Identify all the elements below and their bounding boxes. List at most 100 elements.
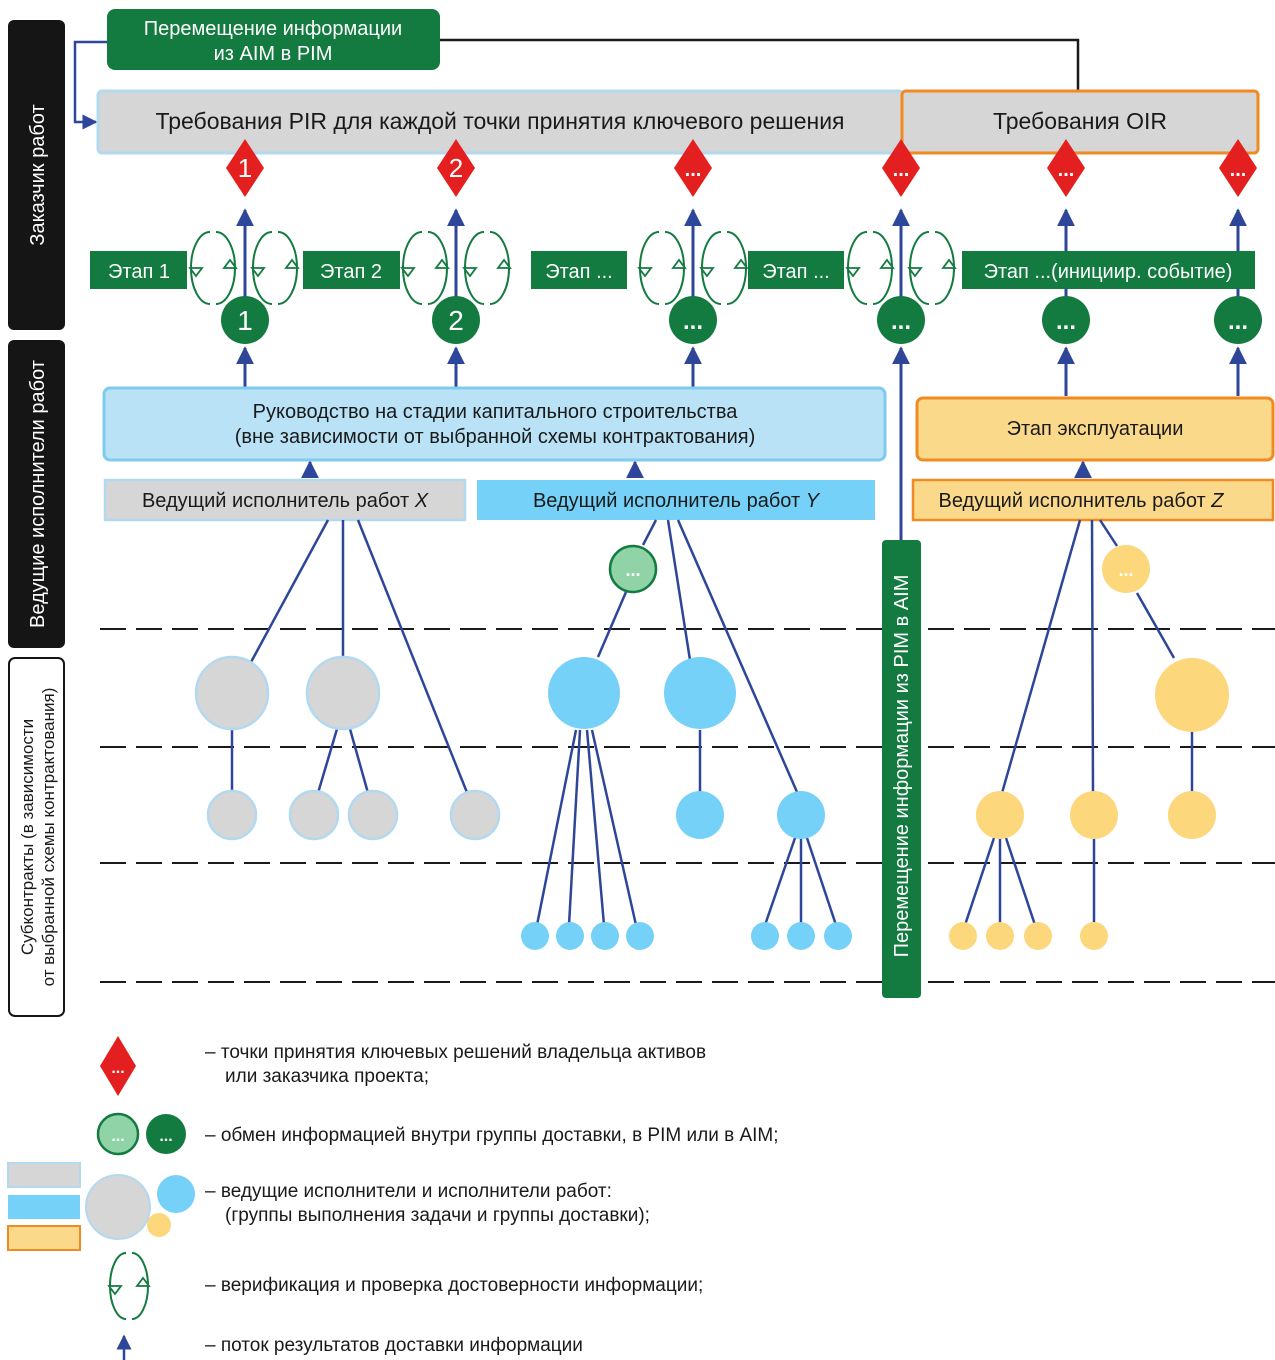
- decision-diamond-2: 2: [437, 139, 475, 197]
- stage-1-box: [90, 251, 187, 289]
- team-nodes-y: [521, 657, 852, 950]
- stage-5-label: Этап ...(инициир. событие): [984, 261, 1233, 283]
- decision-diamond-5: ...: [1047, 139, 1085, 197]
- task-team-y-1: [548, 657, 620, 729]
- exchange-node-5: ...: [1042, 296, 1090, 344]
- lead-contractor-z-letter: Z: [1210, 490, 1224, 512]
- lead-contractor-x-letter: X: [414, 490, 429, 512]
- capital-construction-line1: Руководство на стадии капитального строи…: [253, 401, 739, 423]
- delivery-team-x-2: [288, 789, 340, 841]
- aim-to-pim-box: [107, 9, 440, 70]
- pim-to-aim-box: [882, 540, 921, 998]
- task-team-y-2: [664, 657, 736, 729]
- verification-loop-3a: [637, 231, 687, 305]
- legend-blue-circle: [157, 1175, 195, 1213]
- left-band-lead-contractors: Ведущие исполнители работ: [8, 340, 65, 648]
- left-band-subcontracts: Субконтракты (в зависимости от выбранной…: [8, 657, 65, 1017]
- verification-loop-4a: [845, 231, 895, 305]
- verification-loop-2b: [462, 231, 512, 305]
- decision-diamond-4-label: ...: [893, 159, 910, 181]
- subteam-y-5: [751, 922, 779, 950]
- legend-decision-text: – точки принятия ключевых решений владел…: [205, 1041, 706, 1089]
- left-band-client: Заказчик работ: [8, 20, 65, 330]
- verification-loop-3b: [699, 231, 749, 305]
- left-band-lead-contractors-label: Ведущие исполнители работ: [27, 360, 49, 628]
- legend-decision-point-dots: ...: [111, 1060, 124, 1077]
- delivery-team-z-3: [1168, 791, 1216, 839]
- exchange-node-6-label: ...: [1228, 308, 1248, 335]
- verification-loop-2a: [400, 231, 450, 305]
- exchange-node-2-label: 2: [448, 305, 464, 336]
- subteam-y-3: [591, 922, 619, 950]
- delivery-team-y-1: [676, 791, 724, 839]
- decision-diamond-2-label: 2: [449, 153, 463, 183]
- exchange-node-1: 1: [221, 296, 269, 344]
- legend-teams-text-line2: (группы выполнения задачи и группы доста…: [225, 1205, 650, 1226]
- subteam-y-6: [787, 922, 815, 950]
- exchange-node-4: ...: [877, 296, 925, 344]
- oir-label: Требования OIR: [993, 108, 1167, 134]
- legend-gray-box: [7, 1162, 81, 1188]
- verification-loop-1a: [188, 231, 238, 305]
- tree-edges: [230, 519, 1194, 926]
- legend-gray-circle: [85, 1174, 151, 1240]
- left-band-subcontracts-line1: Субконтракты (в зависимости: [18, 719, 37, 955]
- subteam-y-1: [521, 922, 549, 950]
- lead-contractor-x-label: Ведущий исполнитель работ X: [142, 490, 429, 512]
- team-nodes-x: [194, 655, 501, 841]
- legend-verify-text: – верификация и проверка достоверности и…: [205, 1275, 704, 1296]
- exchange-node-6: ...: [1214, 296, 1262, 344]
- lead-contractor-y-box: [477, 480, 875, 520]
- pim-to-aim-label: Перемещение информации из PIM в AIM: [891, 575, 913, 958]
- exchange-node-1-label: 1: [237, 305, 253, 336]
- aim-to-pim-line1: Перемещение информации: [144, 18, 402, 40]
- aim-to-pim-line2: из AIM в PIM: [214, 43, 333, 65]
- legend-teams-text-line1: – ведущие исполнители и исполнители рабо…: [205, 1181, 612, 1202]
- exchange-node-2: 2: [432, 296, 480, 344]
- team-nodes-z: ...: [949, 545, 1229, 950]
- capital-construction-line2: (вне зависимости от выбранной схемы конт…: [235, 426, 755, 448]
- legend-decision-point-symbol: ...: [100, 1036, 136, 1096]
- legend-yellow-circle: [147, 1213, 171, 1237]
- lead-contractor-y-label: Ведущий исполнитель работ Y: [533, 490, 821, 512]
- exchange-node-3-label: ...: [683, 308, 703, 335]
- pir-label: Требования PIR для каждой точки принятия…: [155, 108, 844, 134]
- legend-decision-text-line1: – точки принятия ключевых решений владел…: [205, 1042, 707, 1063]
- legend-team-symbols: [7, 1162, 195, 1251]
- legend-flow-text: – поток результатов доставки информации: [205, 1335, 583, 1356]
- decision-diamond-1-label: 1: [238, 153, 252, 183]
- operation-stage-label: Этап эксплуатации: [1007, 418, 1184, 440]
- exchange-node-3: ...: [669, 296, 717, 344]
- capital-construction-box: [102, 386, 887, 462]
- verification-loops: [188, 231, 957, 305]
- oir-box: [900, 89, 1260, 155]
- delivery-team-z-1: [976, 791, 1024, 839]
- stage-2-box: [303, 251, 400, 289]
- decision-diamond-3: ...: [674, 139, 712, 197]
- task-info-exchange-node-y: ...: [608, 544, 658, 594]
- lead-contractor-z-label: Ведущий исполнитель работ Z: [939, 490, 1225, 512]
- stage-3-label: Этап ...: [545, 261, 613, 283]
- verification-loop-1b: [250, 231, 300, 305]
- level-separators: [100, 628, 1275, 983]
- legend-exchange-symbols: ... ...: [96, 1112, 186, 1156]
- lead-contractor-x-box: [103, 478, 467, 522]
- task-info-exchange-node-y-label: ...: [625, 560, 640, 580]
- delivery-team-x-4: [449, 789, 501, 841]
- stage-1-label: Этап 1: [108, 261, 170, 283]
- subteam-z-4: [1080, 922, 1108, 950]
- decision-diamond-4: ...: [882, 139, 920, 197]
- decision-diamond-6-label: ...: [1230, 159, 1247, 181]
- legend-exchange-dark-dots: ...: [159, 1128, 172, 1145]
- subteam-y-2: [556, 922, 584, 950]
- legend-exchange-light: [96, 1112, 140, 1156]
- operation-stage-box: [915, 396, 1275, 462]
- legend-decision-text-line2: или заказчика проекта;: [225, 1066, 429, 1087]
- aim-pim-connectors: [73, 38, 1080, 130]
- subteam-z-1: [949, 922, 977, 950]
- subteam-z-2: [986, 922, 1014, 950]
- legend-exchange-text: – обмен информацией внутри группы достав…: [205, 1125, 779, 1146]
- decision-diamond-6: ...: [1219, 139, 1257, 197]
- lead-contractor-y-letter: Y: [806, 490, 821, 512]
